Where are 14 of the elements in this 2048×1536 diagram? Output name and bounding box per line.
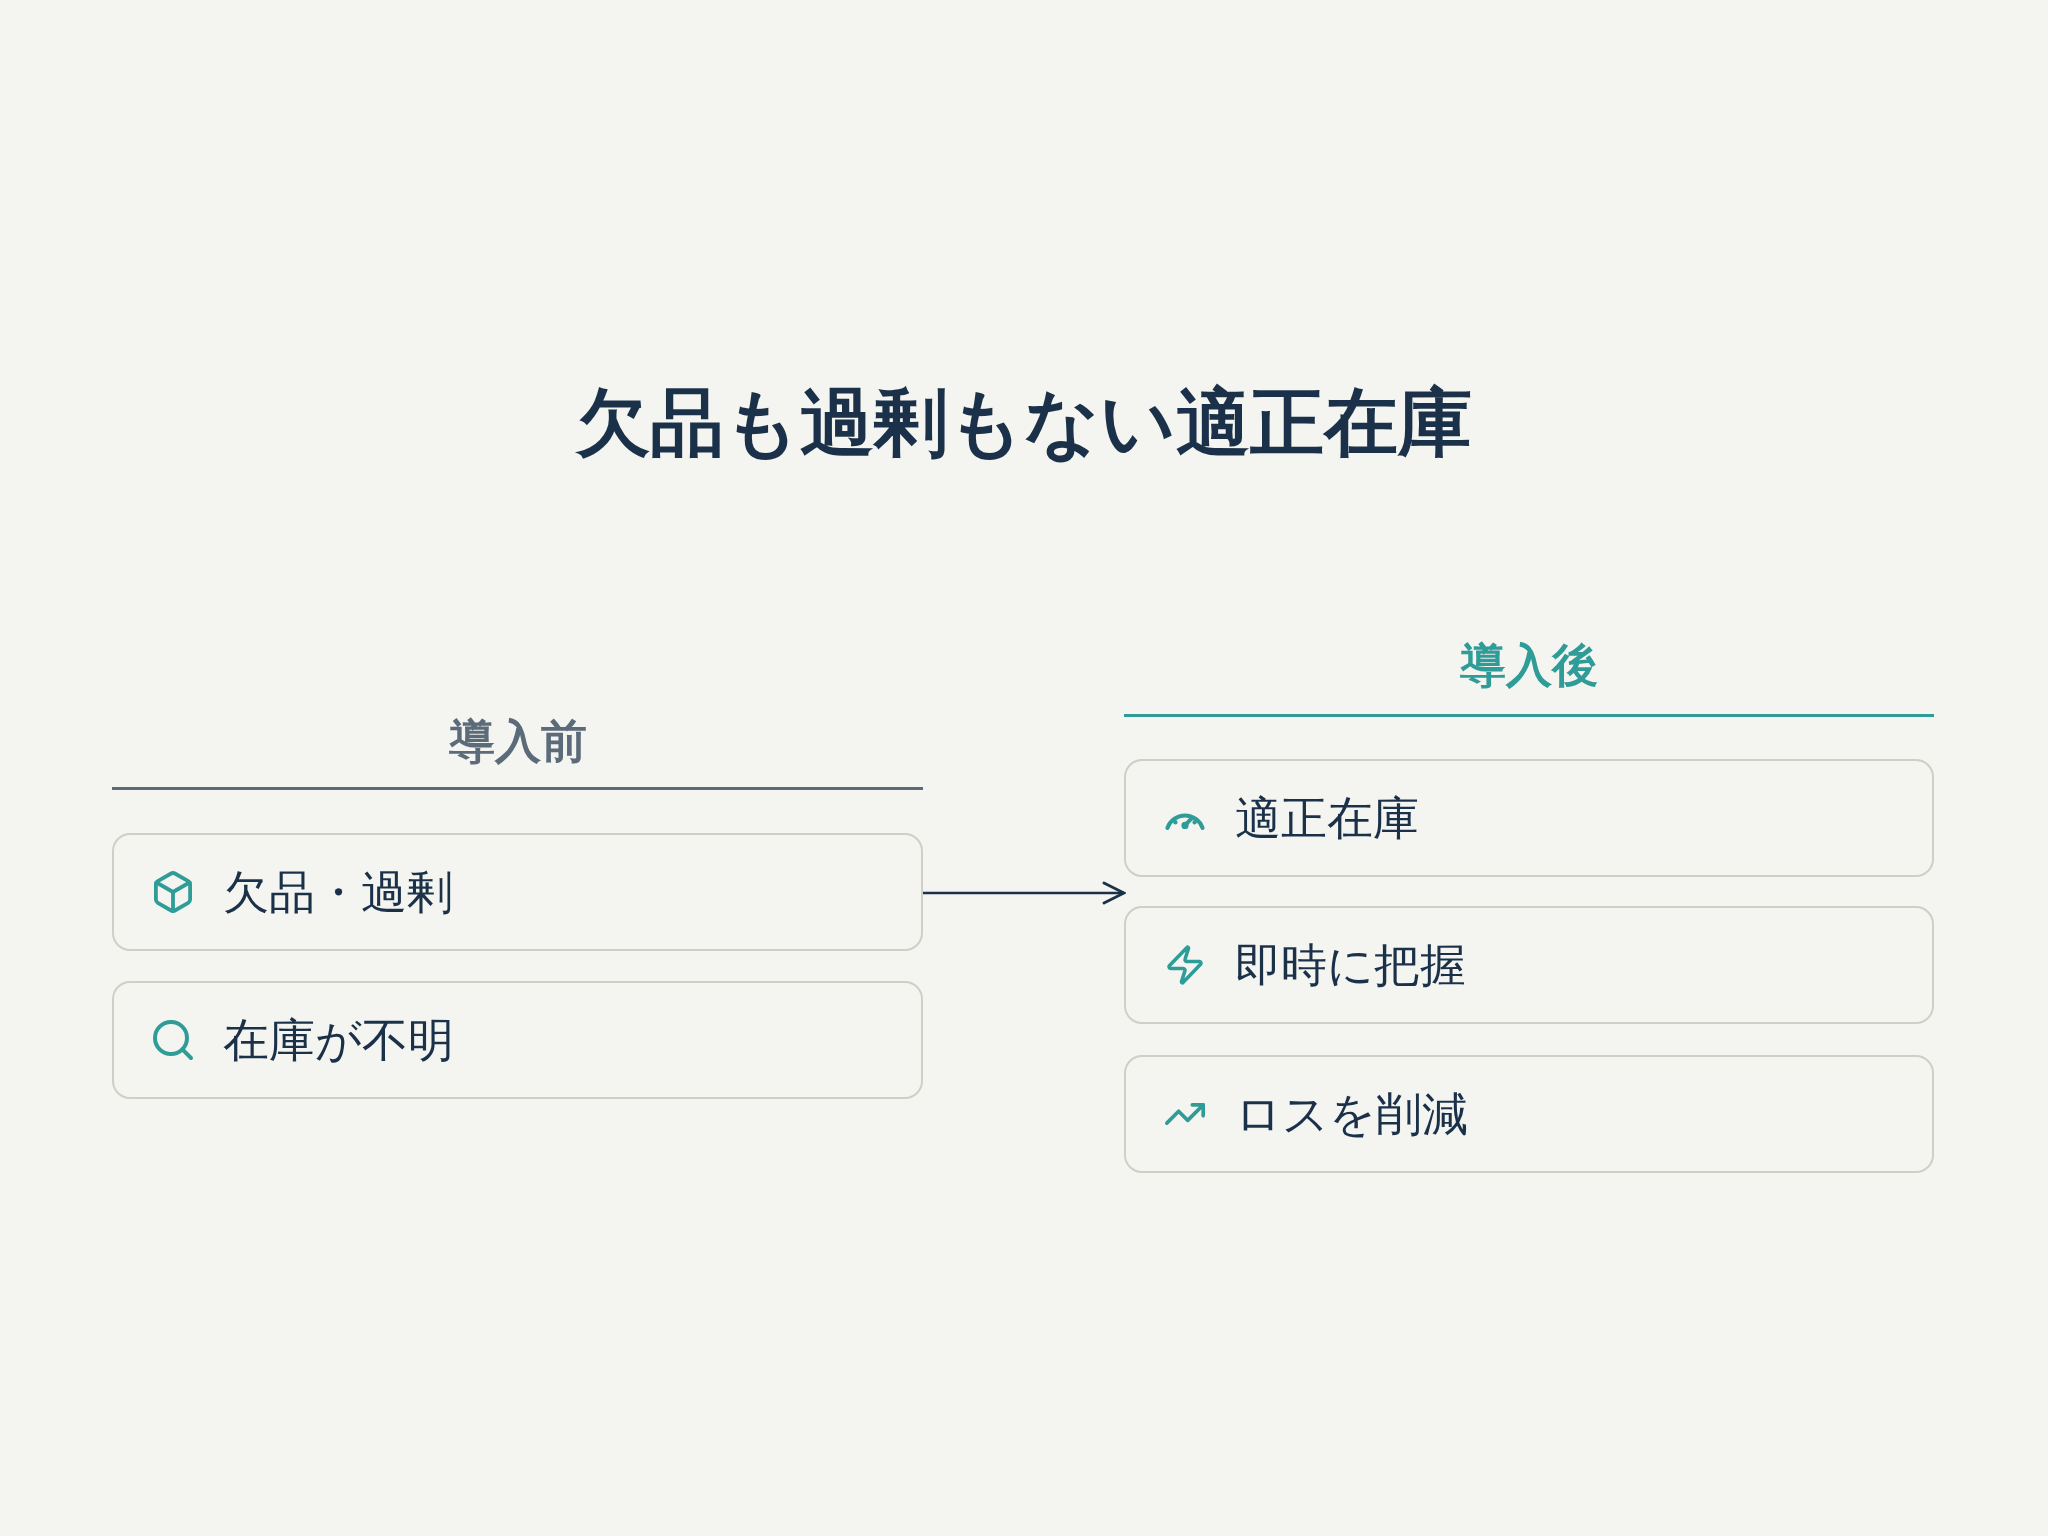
arrow: [923, 881, 1126, 905]
item-card: [1124, 906, 1934, 1024]
item-label: ロスを削減: [1235, 1086, 1468, 1142]
item-card: [112, 833, 923, 951]
item-card: [1124, 759, 1934, 877]
title: 欠品も過剰もない適正在庫: [576, 378, 1472, 467]
item-label: 適正在庫: [1235, 790, 1419, 846]
item-label: 即時に把握: [1235, 937, 1466, 993]
item-label: 欠品・過剰: [223, 864, 453, 920]
column-heading: 導入後: [1460, 637, 1598, 693]
item-label: 在庫が不明: [223, 1012, 454, 1068]
column-heading: 導入前: [448, 713, 587, 769]
item-card: [112, 981, 923, 1099]
item-card: [1124, 1055, 1934, 1173]
